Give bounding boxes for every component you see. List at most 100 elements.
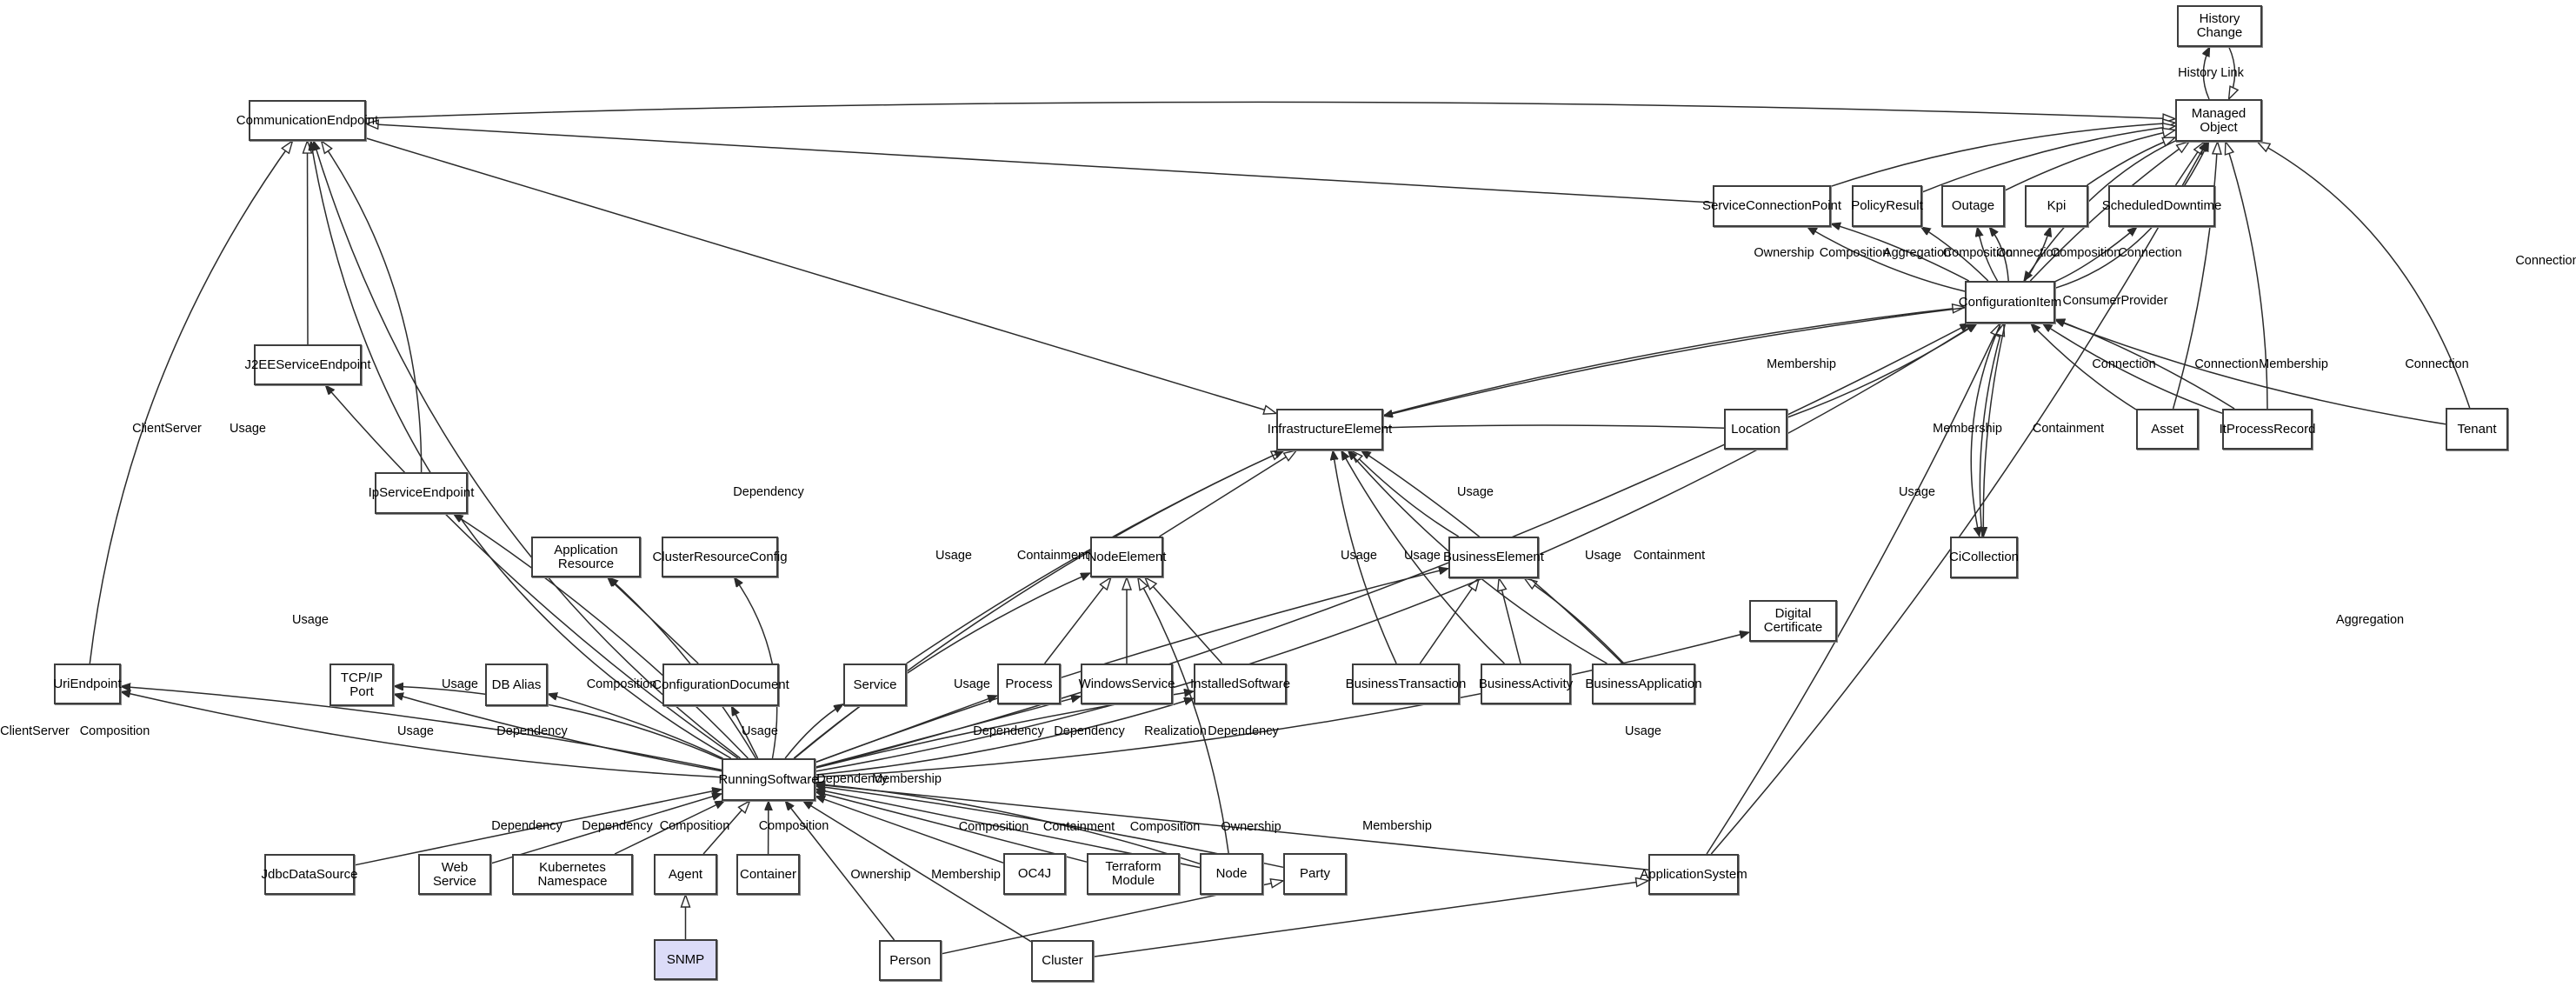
edge-node-node_element — [1136, 576, 1229, 854]
edge-application_system-managed_object — [1710, 142, 2208, 855]
node-terraform_module[interactable]: Terraform Module — [1087, 853, 1180, 895]
edge-label: Dependency — [816, 772, 888, 786]
edge-label: Dependency — [1054, 724, 1125, 738]
edge-label: Containment — [1042, 820, 1115, 834]
node-web_service[interactable]: Web Service — [418, 854, 491, 895]
edge-label: Membership — [1362, 819, 1432, 833]
edge-label: Dependency — [582, 819, 653, 833]
edge-label: Containment — [1016, 549, 1089, 563]
node-business_activity[interactable]: BusinessActivity — [1479, 664, 1573, 704]
edge-label: Containment — [2032, 422, 2105, 436]
edge-label: Usage — [1457, 485, 1494, 499]
edge-label: Dependency — [496, 724, 568, 738]
node-kpi[interactable]: Kpi — [2025, 185, 2088, 227]
edge-running_software-ip_service_endpoint — [454, 514, 749, 759]
edge-label: ClientServer — [132, 422, 202, 436]
node-location[interactable]: Location — [1724, 409, 1787, 450]
node-uri_endpoint[interactable]: UriEndpoint — [53, 664, 122, 704]
node-ci_collection[interactable]: CiCollection — [1949, 537, 2019, 578]
edge-label: Composition — [758, 819, 829, 833]
edge-running_software-tcpip_port — [394, 686, 722, 760]
edge-application_system-running_software — [815, 784, 1649, 870]
node-node_element[interactable]: NodeElement — [1088, 537, 1166, 577]
node-digital_certificate[interactable]: Digital Certificate — [1749, 600, 1837, 642]
node-asset[interactable]: Asset — [2136, 409, 2199, 450]
edge-uri_endpoint-communication_endpoint — [89, 139, 294, 664]
edge-installed_software-node_element — [1143, 576, 1223, 664]
node-business_element[interactable]: BusinessElement — [1443, 537, 1544, 578]
edge-it_process_record-managed_object — [2224, 140, 2268, 410]
edge-ci_collection-configuration_item — [1979, 322, 2006, 537]
edge-label: Connection — [2092, 357, 2156, 371]
node-kubernetes_namespace[interactable]: Kubernetes Namespace — [512, 854, 633, 895]
edge-running_software-infrastructure_element — [794, 450, 1286, 759]
node-process[interactable]: Process — [997, 664, 1061, 704]
node-outage[interactable]: Outage — [1941, 185, 2005, 227]
edge-label: Membership — [2259, 357, 2328, 371]
edge-label: Membership — [872, 772, 942, 786]
edge-history_change-managed_object — [2227, 46, 2240, 101]
edge-label: Composition — [79, 724, 150, 738]
edge-label: Dependency — [733, 485, 804, 499]
edge-business_activity-infrastructure_element — [1341, 450, 1505, 664]
node-node[interactable]: Node — [1200, 853, 1263, 895]
node-policy_result[interactable]: PolicyResult — [1851, 185, 1923, 227]
edge-tenant-managed_object — [2255, 140, 2471, 409]
edge-label: Usage — [230, 422, 266, 436]
edge-running_software-cluster_resource_config — [735, 577, 778, 759]
node-running_software[interactable]: RunningSoftware — [718, 758, 819, 801]
node-infrastructure_element[interactable]: InfrastructureElement — [1268, 409, 1392, 450]
edge-label: Composition — [958, 820, 1029, 834]
edge-cluster-running_software — [803, 801, 1032, 943]
node-container[interactable]: Container — [736, 854, 800, 895]
node-application_system[interactable]: ApplicationSystem — [1640, 854, 1747, 895]
edge-kpi-managed_object — [2087, 137, 2177, 186]
edge-tenant-configuration_item — [2055, 319, 2446, 425]
node-business_transaction[interactable]: BusinessTransaction — [1346, 664, 1466, 704]
node-configuration_document[interactable]: ConfigurationDocument — [652, 664, 789, 706]
edge-label: Containment — [1633, 549, 1706, 563]
node-configuration_item[interactable]: ConfigurationItem — [1959, 281, 2061, 323]
node-service[interactable]: Service — [843, 664, 907, 706]
edge-business_activity-business_element — [1496, 576, 1521, 664]
node-party[interactable]: Party — [1283, 853, 1347, 895]
node-business_application[interactable]: BusinessApplication — [1585, 664, 1702, 704]
node-db_alias[interactable]: DB Alias — [485, 664, 548, 706]
node-snmp[interactable]: SNMP — [654, 939, 717, 980]
node-person[interactable]: Person — [879, 940, 942, 981]
edge-label: Connection — [1996, 246, 2060, 260]
node-service_connection_point[interactable]: ServiceConnectionPoint — [1702, 185, 1841, 227]
node-oc4j[interactable]: OC4J — [1003, 853, 1066, 895]
node-ip_service_endpoint[interactable]: IpServiceEndpoint — [369, 472, 474, 514]
edge-running_software-configuration_item — [815, 323, 1976, 772]
node-application_resource[interactable]: Application Resource — [531, 537, 641, 577]
node-jdbc_data_source[interactable]: JdbcDataSource — [262, 854, 357, 895]
edge-label: Aggregation — [1882, 246, 1952, 260]
edge-cluster-application_system — [1093, 877, 1651, 957]
node-agent[interactable]: Agent — [654, 854, 717, 895]
edge-label: Connection — [2515, 254, 2576, 268]
node-it_process_record[interactable]: ItProcessRecord — [2220, 409, 2315, 450]
node-windows_service[interactable]: WindowsService — [1079, 664, 1175, 704]
node-tenant[interactable]: Tenant — [2446, 408, 2508, 450]
node-history_change[interactable]: History Change — [2177, 5, 2262, 47]
node-cluster_resource_config[interactable]: ClusterResourceConfig — [652, 537, 788, 577]
edge-label: Usage — [935, 549, 972, 563]
edge-label: Composition — [659, 819, 730, 833]
node-managed_object[interactable]: Managed Object — [2175, 99, 2262, 142]
edge-label: Usage — [1625, 724, 1661, 738]
edge-configuration_item-policy_result — [1921, 227, 1989, 282]
edge-running_software-node_element — [793, 572, 1090, 759]
edge-label: Usage — [1585, 549, 1621, 563]
node-cluster[interactable]: Cluster — [1031, 940, 1094, 982]
edge-running_software-db_alias — [548, 694, 723, 759]
node-tcpip_port[interactable]: TCP/IP Port — [329, 664, 394, 706]
node-scheduled_downtime[interactable]: ScheduledDowntime — [2102, 185, 2221, 227]
edge-running_software-configuration_item — [815, 323, 1969, 769]
node-j2ee_service_endpoint[interactable]: J2EEServiceEndpoint — [244, 344, 371, 385]
node-communication_endpoint[interactable]: CommunicationEndpoint — [236, 100, 378, 141]
edge-running_software-service — [784, 704, 843, 759]
edge-label: Membership — [1767, 357, 1836, 371]
node-installed_software[interactable]: InstalledSoftware — [1190, 664, 1290, 704]
